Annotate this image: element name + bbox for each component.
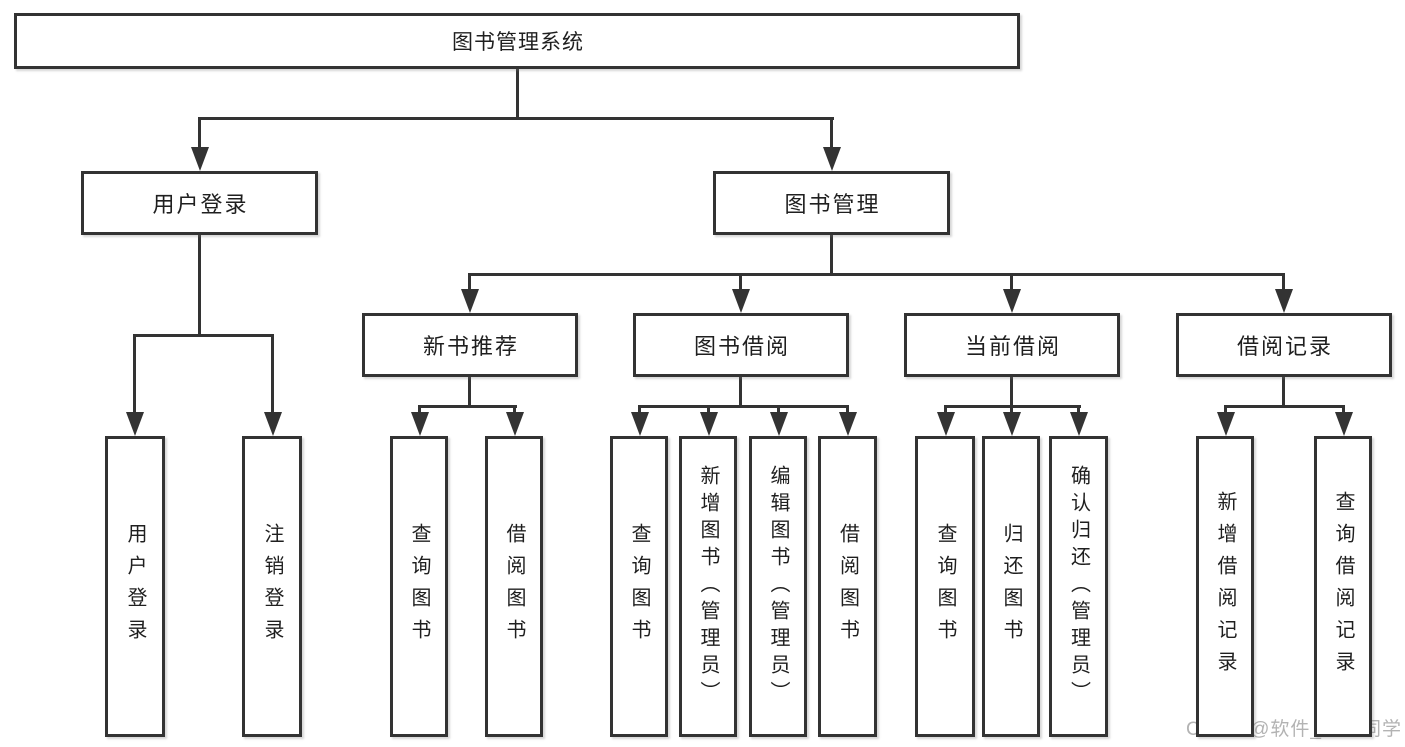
node-current-borrow: 当前借阅 xyxy=(904,313,1120,377)
connector-line xyxy=(830,235,833,275)
arrowhead-icon xyxy=(1069,412,1088,436)
node-leaf-query-book-2: 查询图书 xyxy=(610,436,668,737)
node-leaf-borrow-book-2: 借阅图书 xyxy=(818,436,877,737)
connector-line xyxy=(468,377,471,408)
connector-line xyxy=(516,68,519,119)
connector-line xyxy=(198,117,201,148)
node-label: 确认归还（管理员） xyxy=(1067,465,1090,708)
node-leaf-add-borrow-record: 新增借阅记录 xyxy=(1196,436,1254,737)
node-borrow-records: 借阅记录 xyxy=(1176,313,1392,377)
connector-line xyxy=(1282,273,1285,291)
node-label: 归还图书 xyxy=(1000,522,1022,651)
connector-line xyxy=(739,273,742,291)
connector-line xyxy=(944,405,947,414)
node-user-login: 用户登录 xyxy=(81,171,318,235)
connector-line xyxy=(638,405,849,408)
node-book-borrow: 图书借阅 xyxy=(633,313,849,377)
connector-line xyxy=(418,405,421,414)
node-label: 图书管理系统 xyxy=(452,31,584,54)
connector-line xyxy=(468,273,471,291)
arrowhead-icon xyxy=(410,412,429,436)
connector-line xyxy=(1224,405,1227,414)
connector-line xyxy=(1010,405,1013,414)
node-leaf-query-book-1: 查询图书 xyxy=(390,436,448,737)
connector-line xyxy=(133,334,136,414)
node-label: 图书管理 xyxy=(784,192,881,217)
node-label: 查询借阅记录 xyxy=(1332,490,1354,683)
node-leaf-borrow-book-1: 借阅图书 xyxy=(485,436,543,737)
arrowhead-icon xyxy=(838,412,857,436)
node-root: 图书管理系统 xyxy=(14,13,1020,69)
connector-line xyxy=(271,334,274,414)
node-leaf-confirm-return: 确认归还（管理员） xyxy=(1049,436,1108,737)
connector-line xyxy=(638,405,641,414)
arrowhead-icon xyxy=(699,412,718,436)
arrowhead-icon xyxy=(1334,412,1353,436)
node-label: 借阅记录 xyxy=(1236,334,1333,359)
arrowhead-icon xyxy=(125,412,144,436)
node-label: 用户登录 xyxy=(124,522,146,651)
arrowhead-icon xyxy=(822,147,841,171)
connector-line xyxy=(739,377,742,408)
connector-line xyxy=(198,235,201,336)
node-new-book-recommend: 新书推荐 xyxy=(362,313,578,377)
arrowhead-icon xyxy=(731,289,750,313)
arrowhead-icon xyxy=(263,412,282,436)
node-label: 借阅图书 xyxy=(503,522,525,651)
node-label: 新书推荐 xyxy=(422,334,519,359)
node-leaf-query-borrow-record: 查询借阅记录 xyxy=(1314,436,1372,737)
node-label: 查询图书 xyxy=(408,522,430,651)
connector-line xyxy=(1010,273,1013,291)
node-label: 查询图书 xyxy=(628,522,650,651)
arrowhead-icon xyxy=(1002,289,1021,313)
node-label: 编辑图书（管理员） xyxy=(767,465,789,708)
node-leaf-return-book: 归还图书 xyxy=(982,436,1040,737)
connector-line xyxy=(418,405,517,408)
node-book-management: 图书管理 xyxy=(713,171,950,235)
node-label: 用户登录 xyxy=(152,192,249,217)
connector-line xyxy=(707,405,710,414)
arrowhead-icon xyxy=(460,289,479,313)
node-leaf-query-book-3: 查询图书 xyxy=(915,436,975,737)
connector-line xyxy=(513,405,516,414)
node-label: 注销登录 xyxy=(261,522,283,651)
connector-line xyxy=(468,273,1285,276)
arrowhead-icon xyxy=(936,412,955,436)
arrowhead-icon xyxy=(1216,412,1235,436)
arrowhead-icon xyxy=(630,412,649,436)
arrowhead-icon xyxy=(505,412,524,436)
connector-line xyxy=(1282,377,1285,408)
arrowhead-icon xyxy=(769,412,788,436)
connector-line xyxy=(777,405,780,414)
connector-line xyxy=(1224,405,1345,408)
node-leaf-add-book: 新增图书（管理员） xyxy=(679,436,737,737)
node-leaf-logout: 注销登录 xyxy=(242,436,302,737)
arrowhead-icon xyxy=(1002,412,1021,436)
connector-line xyxy=(830,117,833,148)
node-label: 查询图书 xyxy=(934,522,956,651)
node-leaf-user-login: 用户登录 xyxy=(105,436,165,737)
node-label: 新增图书（管理员） xyxy=(697,465,719,708)
connector-line xyxy=(198,117,834,120)
node-label: 图书借阅 xyxy=(693,334,790,359)
node-label: 当前借阅 xyxy=(964,334,1061,359)
arrowhead-icon xyxy=(190,147,209,171)
arrowhead-icon xyxy=(1274,289,1293,313)
connector-line xyxy=(133,334,274,337)
connector-line xyxy=(1342,405,1345,414)
connector-line xyxy=(846,405,849,414)
node-label: 新增借阅记录 xyxy=(1214,490,1236,683)
node-leaf-edit-book: 编辑图书（管理员） xyxy=(749,436,807,737)
node-label: 借阅图书 xyxy=(836,522,859,651)
connector-line xyxy=(1010,377,1013,408)
connector-line xyxy=(1077,405,1080,414)
